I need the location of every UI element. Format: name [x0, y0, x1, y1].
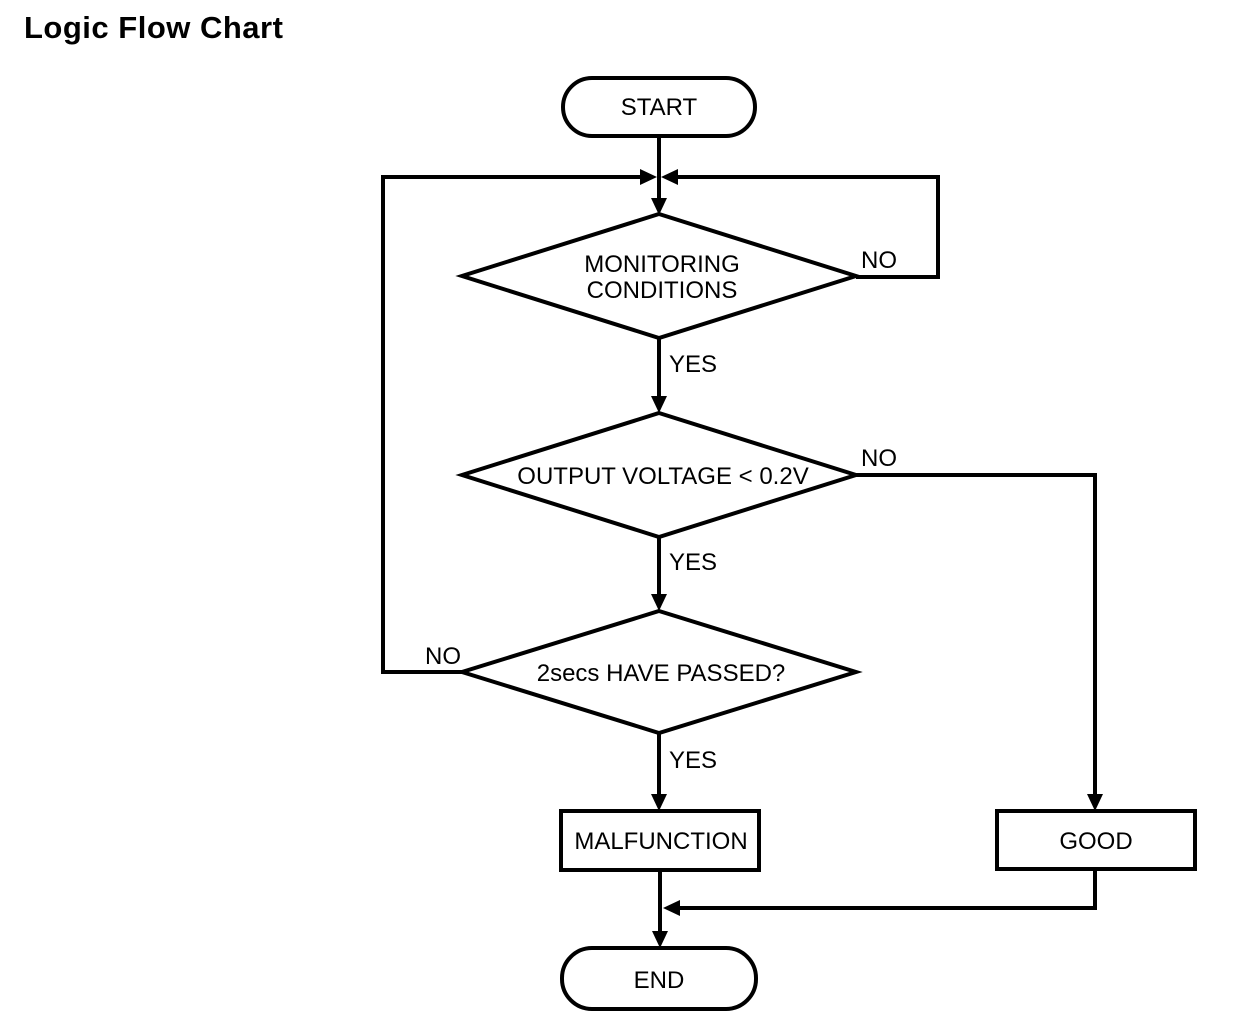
- voltage-decision: [455, 410, 863, 540]
- arrowhead-right-loop-into-junction: [661, 169, 678, 185]
- monitoring-label-line1: MONITORING: [584, 251, 740, 278]
- node-layer: START MONITORING CONDITIONS OUTPUT VOLTA…: [455, 76, 1197, 1011]
- voltage-yes-label: YES: [669, 549, 717, 576]
- arrowhead-into-passed: [651, 594, 667, 611]
- good-label: GOOD: [1059, 828, 1132, 855]
- malfunction-label: MALFUNCTION: [574, 828, 747, 855]
- passed-no-label: NO: [425, 643, 461, 670]
- arrowhead-into-end: [652, 931, 668, 948]
- passed-decision: [455, 608, 863, 736]
- passed-yes-label: YES: [669, 747, 717, 774]
- voltage-label: OUTPUT VOLTAGE < 0.2V: [517, 463, 808, 490]
- malfunction-node: [559, 809, 761, 872]
- monitoring-decision: [455, 211, 863, 341]
- arrowhead-into-monitoring: [651, 198, 667, 215]
- monitoring-yes-label: YES: [669, 351, 717, 378]
- arrowhead-into-voltage: [651, 396, 667, 413]
- edge-good-to-merge: [680, 870, 1097, 910]
- voltage-no-label: NO: [861, 445, 897, 472]
- page-title: Logic Flow Chart: [24, 10, 284, 45]
- arrowhead-left-loop-into-junction: [640, 169, 657, 185]
- start-label: START: [621, 94, 698, 121]
- end-node: [560, 946, 758, 1011]
- arrowhead-good-merge: [663, 900, 680, 916]
- monitoring-no-label: NO: [861, 247, 897, 274]
- edge-label-layer: NO YES NO YES NO YES: [425, 247, 897, 774]
- end-label: END: [634, 967, 685, 994]
- edge-passed-no-loop: [381, 175, 640, 674]
- arrowhead-into-good: [1087, 794, 1103, 811]
- passed-label: 2secs HAVE PASSED?: [537, 660, 786, 687]
- monitoring-label-line2: CONDITIONS: [587, 277, 738, 304]
- arrowhead-into-malfunction: [651, 794, 667, 811]
- edge-layer: [381, 136, 1103, 948]
- edge-monitoring-no-loop: [678, 175, 940, 279]
- start-node: [561, 76, 757, 138]
- edge-voltage-no: [856, 473, 1097, 796]
- good-node: [995, 809, 1197, 871]
